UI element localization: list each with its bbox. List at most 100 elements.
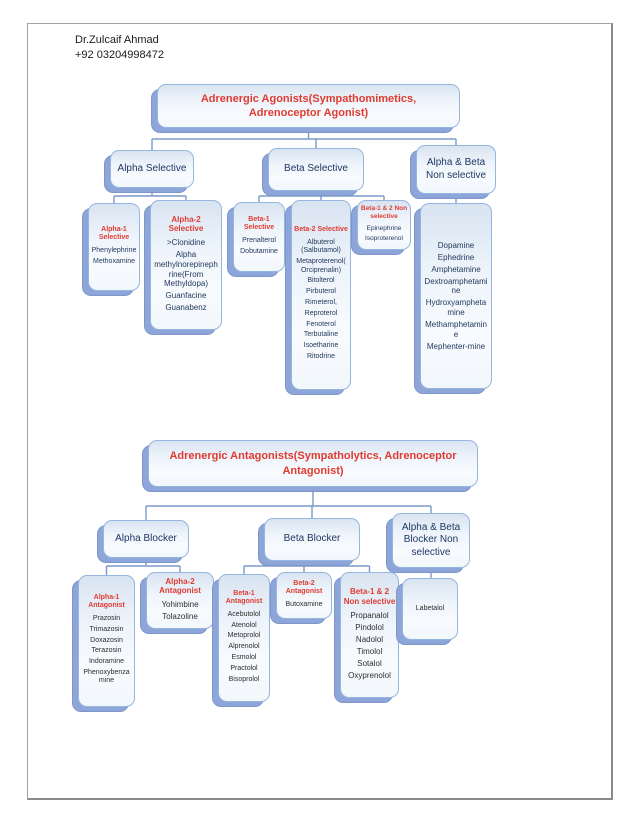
drug-item: Indoramine: [88, 658, 125, 666]
drug-item: Amphetamine: [431, 264, 481, 274]
antagonists-root-node: Adrenergic Antagonists(Sympatholytics, A…: [142, 440, 478, 492]
node-box: Adrenergic Antagonists(Sympatholytics, A…: [148, 440, 478, 487]
drug-item: Esmolol: [231, 653, 257, 661]
leaf-header: Alpha-2 Antagonist: [159, 576, 201, 596]
drug-item: Methoxamine: [92, 257, 136, 265]
drug-item: Timolol: [356, 646, 383, 656]
agonists-root-node: Adrenergic Agonists(Sympathomimetics, Ad…: [151, 84, 460, 133]
drug-item: Dextroamphetamine: [424, 276, 488, 296]
drug-item: Isoetharine: [303, 342, 339, 350]
node-box: Beta-2 Selective Albuterol (Salbutamol) M…: [291, 200, 351, 390]
leaf-header: Alpha-1 Selective: [98, 225, 130, 242]
node-box: Alpha & Beta Non selective: [416, 145, 496, 194]
leaf-header: Beta-2 Selective: [294, 226, 348, 234]
drug-item: Fenoterol: [306, 320, 336, 328]
drug-item: Alprenolol: [228, 643, 260, 651]
drug-item: Hydroxyamphetamine: [425, 298, 487, 317]
drug-item: Guanabenz: [165, 303, 207, 313]
node-box: Beta-2 Antagonist Butoxamine: [276, 572, 332, 619]
leaf-header: Beta-1 Antagonist: [225, 589, 263, 606]
drug-list: Butoxamine: [279, 598, 329, 611]
leaf-header: Beta-2 Antagonist: [285, 579, 323, 595]
branch-label: Alpha & Beta Non selective: [425, 157, 487, 181]
drug-item: Acebutolol: [227, 610, 261, 618]
leaf-header: Alpha-1 Antagonist: [88, 593, 125, 610]
drug-item: Alpha methylnorepinephrine(From Methyldo…: [154, 250, 218, 289]
node-box: Beta Blocker: [264, 518, 360, 561]
drug-item: Albuterol (Salbutamol): [301, 239, 341, 255]
leaf-header: Beta-1 Selective: [243, 215, 275, 232]
drug-item: Butoxamine: [285, 600, 323, 608]
drug-item: Propanalol: [350, 610, 389, 620]
drug-item: Atenolol: [231, 621, 257, 629]
branch-label: Beta Blocker: [283, 533, 341, 545]
node-labetalol: Labetalol: [396, 578, 458, 645]
drug-item: Rimeterol,: [305, 299, 337, 306]
author-name: Dr.Zulcaif Ahmad: [75, 34, 159, 46]
node-box: Alpha Selective: [110, 150, 194, 188]
drug-item: Prenalterol: [242, 236, 276, 244]
branch-label: Alpha & Beta Blocker Non selective: [401, 521, 461, 558]
leaf-header: Beta-1 & 2 Non selective: [360, 204, 408, 220]
drug-item: Prazosin: [92, 615, 121, 623]
drug-item: Pirbuterol: [306, 288, 336, 296]
node-alpha-beta-blocker-nonselective: Alpha & Beta Blocker Non selective: [386, 513, 470, 573]
drug-item: Metaproterenol(Orciprenalin): [296, 258, 346, 274]
drug-item: Sotalol: [357, 658, 382, 668]
leaf-header: Alpha-2 Selective: [168, 214, 204, 234]
author-header: Dr.Zulcaif Ahmad +92 03204998472: [75, 33, 164, 63]
node-box: Alpha & Beta Blocker Non selective: [392, 513, 470, 568]
drug-item: Tolazoline: [162, 612, 198, 622]
drug-item: Phenoxybenzamine: [83, 668, 130, 685]
drug-item: Trimazosin: [89, 625, 124, 633]
drug-item: Yohimbine: [161, 600, 199, 610]
agonists-title: Adrenergic Agonists(Sympathomimetics, Ad…: [200, 92, 417, 119]
drug-item: Doxazosin: [90, 636, 123, 644]
node-beta-selective: Beta Selective: [262, 148, 364, 196]
drug-item: >Clonidine: [166, 238, 206, 248]
drug-item: Reproterol: [304, 309, 338, 317]
drug-item: Nadolol: [355, 634, 384, 644]
author-phone: +92 03204998472: [75, 48, 165, 61]
node-beta2-antagonist: Beta-2 Antagonist Butoxamine: [270, 572, 332, 624]
drug-item: Pindolol: [355, 622, 384, 632]
drug-item: Bitolterol: [307, 277, 335, 285]
node-alpha-beta-nonselective: Alpha & Beta Non selective: [410, 145, 496, 199]
drug-item: Bisoprolol: [228, 675, 260, 683]
drug-list: Albuterol (Salbutamol) Metaproterenol(Orc…: [294, 237, 348, 364]
drug-item: Methamphetamine: [425, 319, 487, 339]
node-box: Alpha Blocker: [103, 520, 189, 558]
node-beta-blocker: Beta Blocker: [258, 518, 360, 566]
branch-label: Beta Selective: [284, 163, 348, 175]
drug-list: Labetalol: [405, 602, 455, 615]
drug-item: Isoproterenol: [365, 234, 403, 242]
drug-item: Labetalol: [415, 604, 445, 612]
drug-item: Dobutamine: [240, 247, 278, 255]
drug-item: Practolol: [230, 664, 258, 672]
node-alpha-selective: Alpha Selective: [104, 150, 194, 193]
